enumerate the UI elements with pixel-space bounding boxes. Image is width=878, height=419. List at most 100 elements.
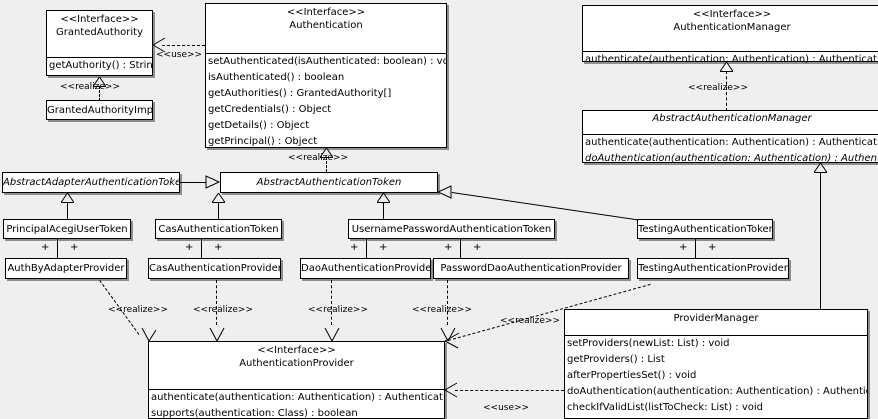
class-members-provider-manager: setProviders(newList: List) : void getPr… bbox=[565, 336, 867, 416]
class-box-abstract-authentication-token[interactable]: AbstractAuthenticationToken bbox=[220, 172, 438, 193]
class-name-provider-manager: ProviderManager bbox=[673, 313, 759, 324]
class-box-principal-acegi-user-token[interactable]: PrincipalAcegiUserToken bbox=[3, 219, 131, 239]
association-multiplicity-plus: + bbox=[70, 242, 79, 253]
use-arrowhead-granted-authority bbox=[152, 36, 166, 54]
relationship-label-realize-abstract-authentication-manager: <<realize>> bbox=[688, 83, 748, 93]
class-members-authentication: setAuthenticated(isAuthenticated: boolea… bbox=[206, 54, 446, 150]
class-header-provider-manager: ProviderManager bbox=[565, 310, 867, 336]
member-row: getCredentials() : Object bbox=[208, 104, 332, 115]
member-row: supports(authentication: Class) : boolea… bbox=[151, 408, 358, 419]
member-row: getAuthorities() : GrantedAuthority[] bbox=[208, 88, 392, 99]
class-name-authentication-manager: AuthenticationManager bbox=[673, 22, 791, 33]
member-row: isAuthenticated() : boolean bbox=[208, 72, 345, 83]
association-multiplicity-plus: + bbox=[708, 242, 717, 253]
realize-line-abstract-authentication-token bbox=[326, 157, 327, 172]
realize-arrowhead-testing-authentication-provider bbox=[443, 330, 461, 350]
member-row: getPrincipal() : Object bbox=[208, 136, 318, 147]
association-multiplicity-plus: + bbox=[350, 242, 359, 253]
class-box-testing-authentication-token[interactable]: TestingAuthenticationToken bbox=[637, 219, 773, 239]
class-box-abstract-adapter-authentication-token[interactable]: AbstractAdapterAuthenticationToken bbox=[2, 172, 180, 193]
member-row: authenticate(authentication: Authenticat… bbox=[585, 54, 878, 65]
association-multiplicity-plus: + bbox=[473, 242, 482, 253]
class-members-granted-authority: getAuthority() : String bbox=[47, 58, 152, 74]
stereotype-interface: <<Interface>> bbox=[286, 7, 366, 18]
association-multiplicity-plus: + bbox=[41, 242, 50, 253]
association-multiplicity-plus: + bbox=[444, 242, 453, 253]
class-box-granted-authority[interactable]: <<Interface>> GrantedAuthority getAuthor… bbox=[46, 10, 153, 76]
relationship-label-use-authentication: <<use>> bbox=[156, 50, 203, 60]
class-box-authentication[interactable]: <<Interface>> Authentication setAuthenti… bbox=[205, 3, 447, 148]
class-box-password-dao-authentication-provider[interactable]: PasswordDaoAuthenticationProvider bbox=[433, 258, 629, 279]
class-box-authentication-provider[interactable]: <<Interface>> AuthenticationProvider aut… bbox=[148, 341, 445, 419]
association-multiplicity-plus: + bbox=[379, 242, 388, 253]
class-members-authentication-provider: authenticate(authentication: Authenticat… bbox=[149, 390, 444, 419]
use-arrowhead-authentication-provider bbox=[444, 381, 458, 399]
class-name-abstract-authentication-manager: AbstractAuthenticationManager bbox=[652, 113, 812, 124]
relationship-label-realize-granted-authority-impl: <<realize>> bbox=[60, 82, 120, 92]
relationship-label-realize-dao-authentication-provider: <<realize>> bbox=[308, 305, 368, 315]
class-box-cas-authentication-provider[interactable]: CasAuthenticationProvider bbox=[148, 258, 281, 279]
relationship-label-realize-password-dao-authentication-provider: <<realize>> bbox=[412, 305, 472, 315]
generalization-arrowhead-abstract-authentication-token-left bbox=[205, 175, 221, 189]
association-line-username-token-dao-provider bbox=[366, 239, 367, 258]
class-box-abstract-authentication-manager[interactable]: AbstractAuthenticationManager authentica… bbox=[582, 110, 878, 164]
class-box-cas-authentication-token[interactable]: CasAuthenticationToken bbox=[155, 219, 282, 239]
class-header-granted-authority: <<Interface>> GrantedAuthority bbox=[47, 11, 152, 58]
class-header-authentication-provider: <<Interface>> AuthenticationProvider bbox=[149, 342, 444, 390]
realize-line-abstract-authentication-manager bbox=[726, 71, 727, 111]
association-line-cas-token-cas-provider bbox=[201, 239, 202, 258]
member-row: authenticate(authentication: Authenticat… bbox=[585, 137, 878, 148]
class-header-authentication-manager: <<Interface>> AuthenticationManager bbox=[583, 6, 878, 52]
use-line-provider-manager bbox=[455, 390, 564, 391]
stereotype-interface: <<Interface>> bbox=[60, 14, 139, 25]
class-name-authentication: Authentication bbox=[289, 20, 363, 31]
realize-line-granted-authority-impl bbox=[99, 86, 100, 101]
association-multiplicity-plus: + bbox=[679, 242, 688, 253]
member-row: getAuthority() : String bbox=[49, 60, 152, 71]
realize-arrowhead-auth-by-adapter-provider bbox=[141, 325, 157, 343]
generalization-line-adapter-token bbox=[180, 182, 206, 183]
association-multiplicity-plus: + bbox=[214, 242, 223, 253]
relationship-label-realize-cas-authentication-provider: <<realize>> bbox=[193, 305, 253, 315]
realize-arrowhead-dao-authentication-provider bbox=[324, 325, 340, 343]
member-row: setProviders(newList: List) : void bbox=[567, 338, 730, 349]
generalization-line-cas-authentication-token bbox=[218, 202, 219, 219]
class-name-authentication-provider: AuthenticationProvider bbox=[239, 358, 354, 369]
class-name-granted-authority: GrantedAuthority bbox=[55, 27, 144, 38]
generalization-line-testing-authentication-token bbox=[451, 192, 640, 221]
class-box-authentication-manager[interactable]: <<Interface>> AuthenticationManager auth… bbox=[582, 5, 878, 65]
realize-line-cas-authentication-provider bbox=[216, 280, 217, 325]
member-row: doAuthentication(authentication: Authent… bbox=[585, 153, 878, 164]
stereotype-interface: <<Interface>> bbox=[692, 9, 772, 20]
association-line-testing-token-testing-provider bbox=[695, 239, 696, 258]
member-row: getDetails() : Object bbox=[208, 120, 310, 131]
realize-arrowhead-cas-authentication-provider bbox=[209, 325, 225, 343]
member-row: doAuthentication(authentication: Authent… bbox=[567, 386, 867, 397]
generalization-line-principal-acegi-user-token bbox=[67, 202, 68, 219]
association-line-principal-token-auth-by-adapter bbox=[57, 239, 58, 258]
generalization-line-username-password-token bbox=[383, 202, 384, 219]
member-row: setAuthenticated(isAuthenticated: boolea… bbox=[208, 56, 446, 67]
realize-line-password-dao-authentication-provider bbox=[447, 280, 448, 325]
relationship-label-realize-auth-by-adapter-provider: <<realize>> bbox=[108, 305, 168, 315]
class-header-abstract-authentication-manager: AbstractAuthenticationManager bbox=[583, 111, 878, 135]
class-box-username-password-authentication-token[interactable]: UsernamePasswordAuthenticationToken bbox=[348, 219, 555, 239]
class-box-granted-authority-impl[interactable]: GrantedAuthorityImpl bbox=[46, 100, 153, 120]
class-box-dao-authentication-provider[interactable]: DaoAuthenticationProvider bbox=[300, 258, 431, 279]
association-line-username-token-password-dao-provider bbox=[460, 239, 461, 258]
class-box-testing-authentication-provider[interactable]: TestingAuthenticationProvider bbox=[637, 258, 789, 279]
member-row: checkIfValidList(listToCheck: List) : vo… bbox=[567, 402, 764, 413]
class-box-provider-manager[interactable]: ProviderManager setProviders(newList: Li… bbox=[564, 309, 868, 419]
relationship-label-use-provider-manager: <<use>> bbox=[483, 403, 530, 413]
relationship-label-realize-testing-authentication-provider: <<realize>> bbox=[500, 316, 560, 326]
class-members-abstract-authentication-manager: authenticate(authentication: Authenticat… bbox=[583, 135, 878, 167]
member-row: authenticate(authentication: Authenticat… bbox=[151, 392, 444, 403]
generalization-line-provider-manager bbox=[820, 172, 821, 309]
class-header-authentication: <<Interface>> Authentication bbox=[206, 4, 446, 54]
member-row: afterPropertiesSet() : void bbox=[567, 370, 697, 381]
class-box-auth-by-adapter-provider[interactable]: AuthByAdapterProvider bbox=[5, 258, 127, 279]
generalization-arrowhead-abstract-authentication-token-right bbox=[436, 185, 452, 199]
relationship-label-realize-abstract-authentication-token: <<realize>> bbox=[288, 153, 348, 163]
use-line-authentication-granted-authority bbox=[162, 45, 205, 46]
